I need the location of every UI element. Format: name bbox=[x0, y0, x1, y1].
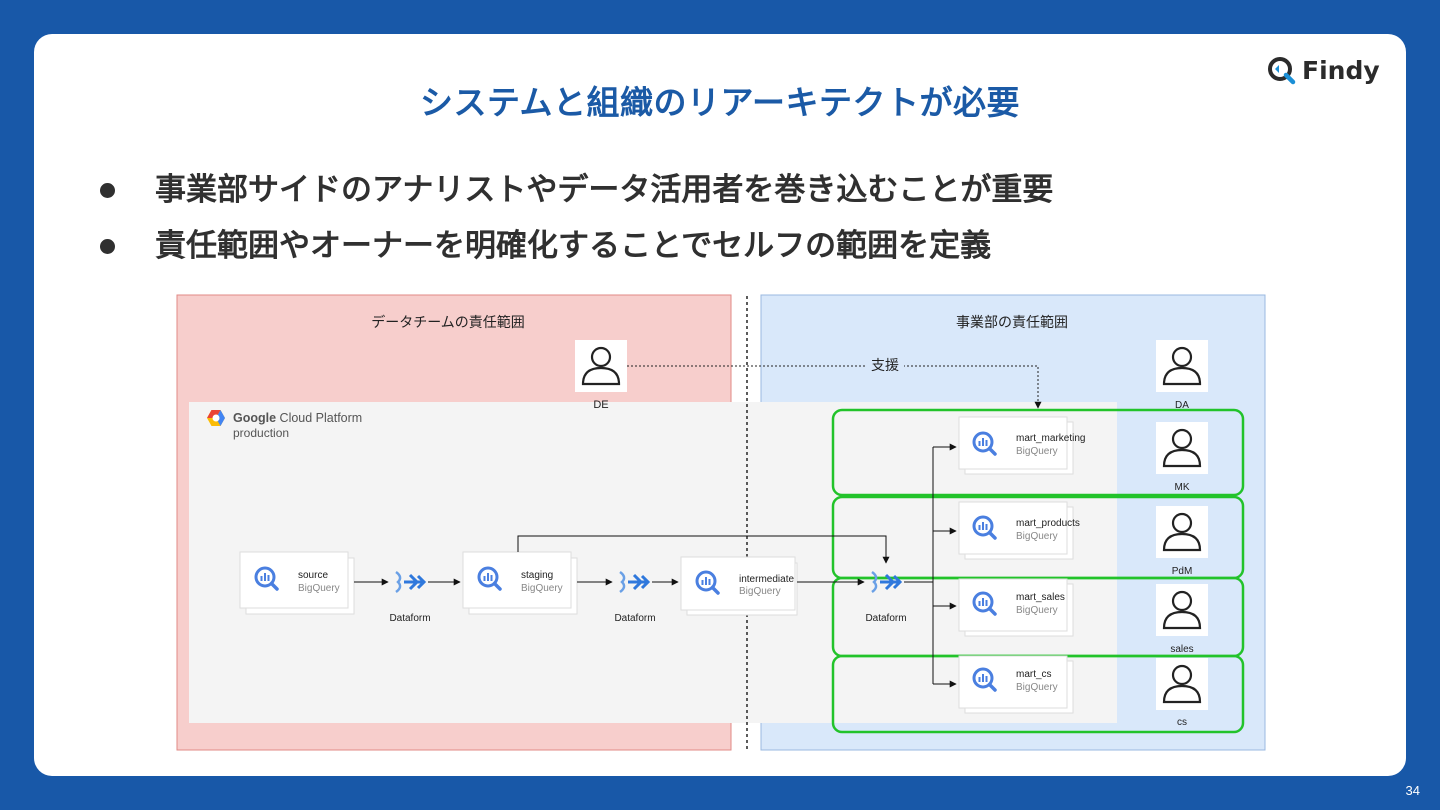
person-icon-pdm bbox=[1154, 504, 1210, 560]
bullet-text: 責任範囲やオーナーを明確化することでセルフの範囲を定義 bbox=[155, 228, 992, 264]
table-name: mart_products bbox=[1016, 518, 1080, 529]
gcp-title: Google Cloud Platform bbox=[233, 411, 362, 425]
gcp-title-bold: Google bbox=[233, 411, 276, 425]
logo-text: Findy bbox=[1302, 55, 1380, 85]
dataform-label: Dataform bbox=[389, 613, 430, 624]
page-number: 34 bbox=[1405, 783, 1420, 798]
bullet-item: 責任範囲やオーナーを明確化することでセルフの範囲を定義 bbox=[98, 224, 1053, 280]
role-label: sales bbox=[1170, 644, 1193, 655]
table-service: BigQuery bbox=[298, 583, 340, 594]
table-name: mart_sales bbox=[1016, 592, 1065, 603]
table-name: mart_cs bbox=[1016, 669, 1052, 680]
gcp-logo-icon bbox=[207, 410, 225, 426]
table-card-source: source BigQuery bbox=[239, 551, 355, 615]
data-team-zone-label: データチームの責任範囲 bbox=[371, 314, 525, 330]
table-service: BigQuery bbox=[1016, 446, 1058, 457]
role-label: DA bbox=[1175, 400, 1189, 411]
findy-logo-icon bbox=[1268, 57, 1296, 85]
support-label: 支援 bbox=[871, 357, 899, 373]
slide-title: システムと組織のリアーキテクトが必要 bbox=[419, 83, 1021, 122]
bullet-dot bbox=[100, 183, 115, 198]
table-card-mart-sales: mart_sales BigQuery bbox=[958, 578, 1074, 637]
findy-logo: Findy bbox=[1266, 54, 1380, 86]
table-service: BigQuery bbox=[1016, 605, 1058, 616]
business-zone-label: 事業部の責任範囲 bbox=[956, 314, 1068, 330]
bullet-list: 事業部サイドのアナリストやデータ活用者を巻き込むことが重要 責任範囲やオーナーを… bbox=[98, 168, 1053, 280]
table-name: staging bbox=[521, 570, 553, 581]
person-icon-mk bbox=[1154, 420, 1210, 476]
gcp-env: production bbox=[233, 426, 289, 440]
table-card-staging: staging BigQuery bbox=[462, 551, 578, 615]
role-label: PdM bbox=[1172, 566, 1193, 577]
support-label-bg bbox=[866, 355, 904, 375]
table-card-mart-cs: mart_cs BigQuery bbox=[958, 655, 1074, 714]
table-service: BigQuery bbox=[1016, 531, 1058, 542]
table-name: source bbox=[298, 570, 328, 581]
dataform-label: Dataform bbox=[865, 613, 906, 624]
person-icon-da bbox=[1154, 338, 1210, 394]
de-person-icon bbox=[573, 338, 629, 394]
table-card-mart-marketing: mart_marketing BigQuery bbox=[958, 416, 1085, 475]
de-label: DE bbox=[593, 399, 608, 411]
table-service: BigQuery bbox=[739, 586, 781, 597]
bullet-item: 事業部サイドのアナリストやデータ活用者を巻き込むことが重要 bbox=[98, 168, 1053, 224]
support-arrow bbox=[627, 365, 1042, 409]
person-icon-sales bbox=[1154, 582, 1210, 638]
table-card-mart-products: mart_products BigQuery bbox=[958, 501, 1080, 560]
table-service: BigQuery bbox=[1016, 682, 1058, 693]
table-name: intermediate bbox=[739, 574, 794, 585]
role-label: MK bbox=[1175, 482, 1190, 493]
role-label: cs bbox=[1177, 717, 1187, 728]
gcp-title-rest: Cloud Platform bbox=[276, 411, 362, 425]
table-card-intermediate: intermediate BigQuery bbox=[680, 556, 798, 616]
bullet-dot bbox=[100, 239, 115, 254]
person-icon-cs bbox=[1154, 656, 1210, 712]
flow-arrows bbox=[354, 443, 957, 688]
dataform-label: Dataform bbox=[614, 613, 655, 624]
table-service: BigQuery bbox=[521, 583, 563, 594]
bullet-text: 事業部サイドのアナリストやデータ活用者を巻き込むことが重要 bbox=[155, 172, 1054, 208]
table-name: mart_marketing bbox=[1016, 433, 1085, 444]
highlight-marketing bbox=[831, 408, 1245, 497]
